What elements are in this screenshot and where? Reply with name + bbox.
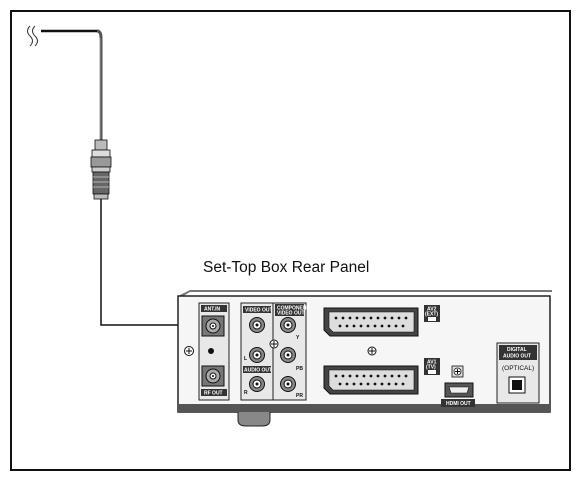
box-bottom-edge [178,404,550,412]
av2-label-2: (EXT) [425,312,438,318]
audio-r-label: R [244,390,248,396]
box-foot [237,412,271,427]
component-pr-jack [280,376,296,392]
diagram-frame [10,10,571,471]
wavy-lines-icon [27,25,38,47]
av2-label-1: AV2 [427,307,437,313]
hdmi-out-label: HDMI OUT [446,401,471,407]
rf-out-port [201,365,225,387]
rf-out-label: RF OUT [204,391,223,397]
scart-av2-port [323,307,419,337]
av1-arrow-icon [428,370,436,374]
ant-in-label-bg [201,305,227,312]
ground-screw-icon [451,365,464,378]
digital-audio-label-bg [499,345,537,360]
digital-audio-label-1: DIGITAL [507,347,527,353]
ant-in-label: ANT.IN [204,307,221,313]
antenna-cable-bend [96,29,103,140]
rf-out-label-bg [201,389,227,396]
optical-port [508,376,526,394]
component-label-1: COMPONENT [277,306,310,312]
indicator-dot [208,348,214,354]
audio-l-label: L [244,356,247,362]
component-y-label: Y [296,335,300,341]
audio-l-jack [249,347,265,363]
ground-screw-icon [367,346,377,356]
set-top-box: ANT.IN RF OUT VIDEO OUT COMPONENT VIDEO … [177,290,552,427]
diagram-caption: Set-Top Box Rear Panel [203,259,369,276]
component-pb-label: PB [296,366,303,372]
scart-av1-port [323,365,419,395]
antenna-cable [100,199,203,326]
digital-audio-label-2: AUDIO OUT [503,354,531,360]
hdmi-label-bg [441,399,475,407]
av2-arrow-icon [428,317,436,321]
audio-r-jack [249,376,265,392]
video-out-label-bg [243,306,271,313]
ground-screw-icon [269,339,279,349]
video-out-label: VIDEO OUT [245,308,273,314]
ant-in-port [201,315,225,337]
component-pr-label: PR [296,393,303,399]
coax-connector-icon [90,139,112,200]
component-label-2: VIDEO OUT [277,311,305,317]
av1-label-2: (TV) [426,365,436,371]
ground-screw-icon [184,346,194,356]
hdmi-port [444,382,474,398]
av1-label-1: AV1 [427,360,437,366]
component-pb-jack [280,347,296,363]
audio-out-label: AUDIO OUT [244,368,272,374]
video-out-jack [249,317,265,333]
box-top-edge [178,290,552,298]
optical-label: (OPTICAL) [502,365,534,372]
audio-out-label-bg [243,366,271,373]
component-y-jack [280,317,296,333]
component-label-bg [275,304,304,316]
